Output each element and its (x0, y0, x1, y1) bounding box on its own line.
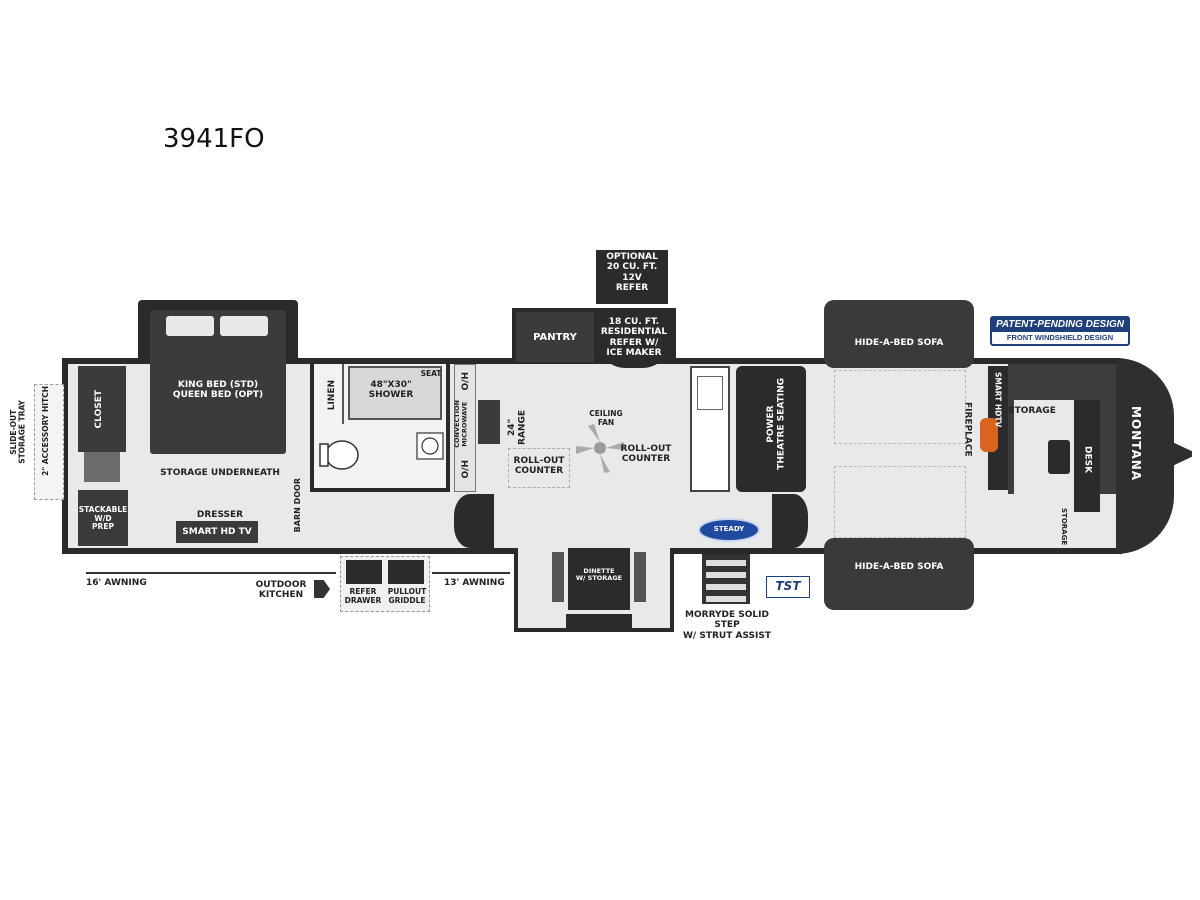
patent-bottom-label: FRONT WINDSHIELD DESIGN (1006, 333, 1114, 342)
seat-label: SEAT (420, 369, 442, 378)
fireplace-unit (988, 366, 1008, 490)
accessory-hitch-label: 2" ACCESSORY HITCH (41, 386, 50, 476)
bath-wall-left (310, 364, 314, 492)
top-wall-front (970, 358, 1120, 364)
stackable-wd (78, 490, 128, 546)
rollout-counter-left (508, 448, 570, 488)
dresser-label: DRESSER (196, 510, 244, 520)
dinette-chair (566, 614, 632, 628)
arrow-icon (314, 580, 330, 598)
bath-wall-bottom (310, 488, 450, 492)
outdoor-kitchen-label: OUTDOOR KITCHEN (255, 580, 307, 601)
slide-out-tray-label: SLIDE-OUT STORAGE TRAY (9, 400, 27, 464)
fireplace-icon (980, 418, 998, 452)
barn-door-label: BARN DOOR (293, 478, 302, 533)
model-number: 3941FO (163, 124, 265, 154)
storage-side-label: STORAGE (1060, 508, 1069, 546)
desk-chair (1048, 440, 1070, 474)
slide-out-tray (34, 384, 64, 500)
smart-hd-tv-label: SMART HD TV (182, 527, 252, 537)
rollout-counter-right-label: ROLL-OUT COUNTER (620, 444, 672, 465)
dinette-bench-left (552, 552, 564, 602)
linen-label: LINEN (327, 380, 337, 411)
front-cap-hitch (1168, 440, 1192, 468)
fireplace-label: FIREPLACE (962, 402, 973, 457)
storage-underneath-label: STORAGE UNDERNEATH (160, 468, 280, 478)
steady-badge (698, 518, 760, 542)
awning-13-label: 13' AWNING (444, 578, 505, 588)
sofa-bed-area-top (834, 370, 966, 444)
pillow-left (166, 316, 214, 336)
awning-16-label: 16' AWNING (86, 578, 147, 588)
tst-badge (766, 576, 810, 598)
refer-drawer (346, 560, 382, 584)
stackable-label: STACKABLE W/D PREP (78, 505, 128, 532)
shower (348, 366, 442, 420)
hide-a-bed-sofa-bottom (824, 538, 974, 610)
rollout-counter-left-label: ROLL-OUT COUNTER (513, 456, 565, 477)
storage-front-label: STORAGE (1008, 406, 1056, 416)
steady-label: STEADY (713, 525, 745, 533)
pantry (516, 312, 594, 362)
power-theatre-seating (736, 366, 806, 492)
sofa-bed-area-bottom (834, 466, 966, 538)
awning-16-line (86, 572, 336, 574)
toilet-icon (318, 438, 360, 472)
residential-refer (596, 312, 672, 368)
residential-refer-label: 18 CU. FT. RESIDENTIAL REFER W/ ICE MAKE… (600, 317, 668, 359)
oh-bottom-label: O/H (461, 460, 471, 479)
dinette-label: DINETTE W/ STORAGE (575, 567, 623, 583)
oh-cabinet-column (454, 364, 476, 492)
dinette-table (568, 548, 630, 610)
closet-label: CLOSET (94, 390, 104, 429)
tst-label: TST (775, 579, 801, 593)
shower-label: 48"X30" SHOWER (368, 380, 414, 401)
power-theatre-label: POWER THEATRE SEATING (766, 378, 787, 470)
closet (78, 366, 126, 452)
bath-wall-right (446, 364, 450, 492)
king-bed-label: KING BED (STD) QUEEN BED (OPT) (172, 380, 264, 401)
smart-hd-tv (176, 521, 258, 543)
range-label: 24" RANGE (507, 410, 528, 445)
kitchen-island (690, 366, 730, 492)
top-wall-mid (676, 358, 826, 364)
refer-drawer-label: REFER DRAWER (344, 587, 382, 605)
island-sink-icon (697, 376, 723, 410)
pullout-griddle (388, 560, 424, 584)
front-cap (1116, 358, 1174, 554)
pantry-label: PANTRY (533, 332, 577, 343)
desk (1074, 400, 1100, 512)
patent-pending-badge: PATENT-PENDING DESIGN FRONT WINDSHIELD D… (990, 316, 1130, 346)
pillow-right (220, 316, 268, 336)
optional-refer-label: OPTIONAL 20 CU. FT. 12V REFER (606, 252, 658, 294)
ceiling-fan-icon (574, 422, 626, 474)
awning-13-line (432, 572, 510, 574)
hide-a-bed-sofa-top (824, 300, 974, 368)
ceiling-fan-label: CEILING FAN (589, 409, 623, 427)
closet-shelf (84, 452, 120, 482)
steps-icon (702, 554, 750, 604)
entry-post-left (454, 494, 494, 548)
hide-a-bed-top-label: HIDE-A-BED SOFA (854, 338, 944, 348)
hide-a-bed-bottom-label: HIDE-A-BED SOFA (854, 562, 944, 572)
dinette-bench-right (634, 552, 646, 602)
montana-label: MONTANA (1128, 406, 1143, 482)
entry-post-right (772, 494, 808, 548)
smart-hdtv-label: SMART HDTV (993, 372, 1003, 428)
convection-label: CONVECTION MICROWAVE (453, 400, 469, 448)
range (478, 400, 500, 444)
sink-icon (416, 432, 444, 460)
pullout-griddle-label: PULLOUT GRIDDLE (387, 587, 427, 605)
rear-wall (62, 358, 68, 554)
patent-top-label: PATENT-PENDING DESIGN (992, 318, 1128, 332)
morryde-label: MORRYDE SOLID STEP W/ STRUT ASSIST (683, 610, 771, 641)
optional-refer (596, 250, 668, 304)
linen-divider (342, 364, 344, 424)
desk-label: DESK (1082, 446, 1093, 474)
oh-top-label: O/H (461, 372, 471, 391)
